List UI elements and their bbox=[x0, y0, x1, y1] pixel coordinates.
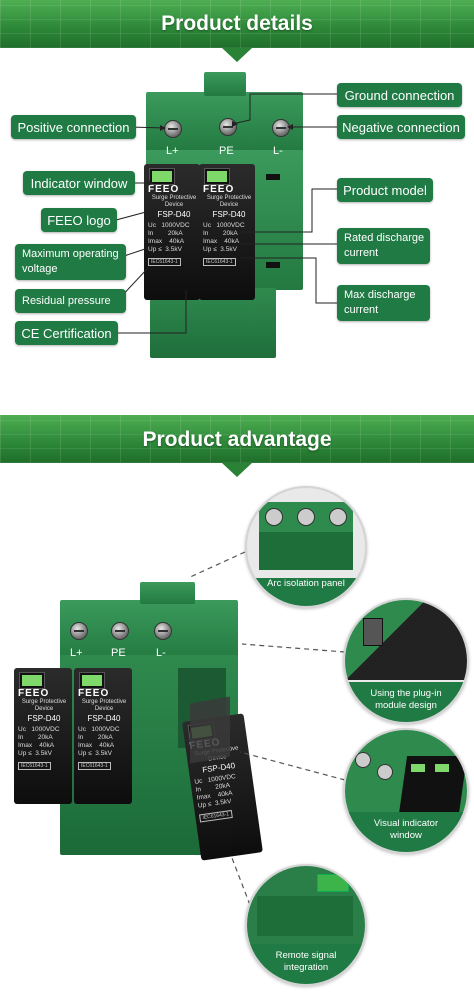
module-specs: Uc 1000VDC In 20kA Imax 40kA Up ≤ 3.5kV bbox=[78, 726, 120, 757]
banner-notch-2 bbox=[222, 463, 252, 477]
module-specs: Uc 1000VDC In 20kA Imax 40kA Up ≤ 3.5kV bbox=[148, 222, 190, 253]
module-description: Surge Protective Device bbox=[81, 699, 127, 712]
surge-module-2: FEEO Surge Protective Device FSP-D40 Uc … bbox=[74, 668, 132, 804]
module-model: FSP-D40 bbox=[157, 210, 191, 219]
feeo-logo: FEEO bbox=[148, 184, 180, 195]
callout-rated-discharge: Rated discharge current bbox=[337, 228, 430, 264]
surge-module-1: FEEO Surge Protective Device FSP-D40 Uc … bbox=[14, 668, 72, 804]
terminal-screw-positive bbox=[70, 622, 88, 640]
callout-residual-pressure: Residual pressure bbox=[15, 289, 126, 313]
callout-positive-connection: Positive connection bbox=[11, 115, 136, 139]
advantage-plug-in: Using the plug-in module design bbox=[343, 598, 469, 724]
ce-cert-mark: IEC61643-1 bbox=[148, 258, 181, 266]
callout-product-model: Product model bbox=[337, 178, 433, 202]
indicator-window bbox=[80, 673, 104, 688]
caption-remote-signal: Remote signal integration bbox=[275, 950, 337, 973]
indicator-window bbox=[205, 169, 229, 184]
terminal-screw-positive bbox=[164, 120, 182, 138]
module-specs: Uc 1000VDC In 20kA Imax 40kA Up ≤ 3.5kV bbox=[203, 222, 245, 253]
surge-module-2: FEEO Surge Protective Device FSP-D40 Uc … bbox=[199, 164, 255, 300]
module-description: Surge Protective Device bbox=[206, 195, 252, 208]
feeo-logo: FEEO bbox=[78, 688, 110, 699]
terminal-label-negative: L- bbox=[156, 647, 166, 659]
section-title-product-advantage: Product advantage bbox=[142, 428, 332, 451]
callout-max-operating-voltage: Maximum operating voltage bbox=[15, 244, 126, 280]
callout-feeo-logo: FEEO logo bbox=[41, 208, 117, 232]
callout-max-discharge: Max discharge current bbox=[337, 285, 430, 321]
module-description: Surge Protective Device bbox=[21, 699, 67, 712]
section-title-product-details: Product details bbox=[161, 12, 313, 35]
terminal-screw-negative bbox=[154, 622, 172, 640]
feeo-logo: FEEO bbox=[203, 184, 235, 195]
terminal-label-ground: PE bbox=[219, 145, 234, 157]
banner-notch bbox=[222, 48, 252, 62]
module-specs: Uc 1000VDC In 20kA Imax 40kA Up ≤ 3.5kV bbox=[194, 773, 237, 810]
product-advantage-banner: Product advantage bbox=[0, 415, 474, 463]
module-specs: Uc 1000VDC In 20kA Imax 40kA Up ≤ 3.5kV bbox=[18, 726, 60, 757]
advantage-arc-isolation: Arc isolation panel bbox=[245, 486, 367, 608]
caption-plug-in: Using the plug-in module design bbox=[370, 688, 442, 711]
caption-arc-isolation: Arc isolation panel bbox=[267, 578, 345, 589]
callout-ce-certification: CE Certification bbox=[15, 321, 118, 345]
module-model: FSP-D40 bbox=[212, 210, 246, 219]
advantage-visual-indicator: Visual indicator window bbox=[343, 728, 469, 854]
terminal-screw-ground bbox=[111, 622, 129, 640]
module-description: Surge Protective Device bbox=[151, 195, 197, 208]
callout-ground-connection: Ground connection bbox=[337, 83, 462, 107]
terminal-screw-ground bbox=[219, 118, 237, 136]
ce-cert-mark: IEC61643-1 bbox=[199, 809, 233, 823]
terminal-screw-negative bbox=[272, 119, 290, 137]
indicator-window bbox=[20, 673, 44, 688]
surge-module-1: FEEO Surge Protective Device FSP-D40 Uc … bbox=[144, 164, 200, 300]
advantage-remote-signal: Remote signal integration bbox=[245, 864, 367, 986]
callout-negative-connection: Negative connection bbox=[337, 115, 465, 139]
ce-cert-mark: IEC61643-1 bbox=[78, 762, 111, 770]
indicator-window bbox=[150, 169, 174, 184]
caption-visual-indicator: Visual indicator window bbox=[373, 818, 439, 841]
module-model: FSP-D40 bbox=[27, 714, 61, 723]
product-details-banner: Product details bbox=[0, 0, 474, 48]
module-model: FSP-D40 bbox=[87, 714, 121, 723]
feeo-logo: FEEO bbox=[18, 688, 50, 699]
terminal-label-positive: L+ bbox=[70, 647, 83, 659]
ce-cert-mark: IEC61643-1 bbox=[203, 258, 236, 266]
ce-cert-mark: IEC61643-1 bbox=[18, 762, 51, 770]
terminal-label-positive: L+ bbox=[166, 145, 179, 157]
callout-indicator-window: Indicator window bbox=[23, 171, 135, 195]
terminal-label-ground: PE bbox=[111, 647, 126, 659]
terminal-label-negative: L- bbox=[273, 145, 283, 157]
